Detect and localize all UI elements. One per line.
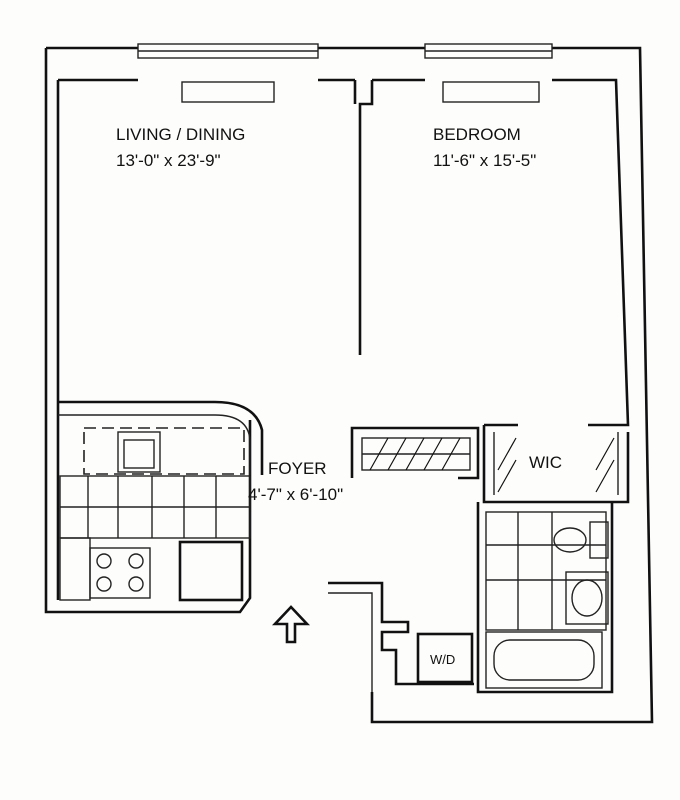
- bathroom: [476, 502, 614, 694]
- foyer-name: FOYER: [268, 459, 327, 478]
- refrigerator-icon: [178, 540, 244, 602]
- exterior-walls: [44, 46, 654, 724]
- living-size: 13'-0" x 23'-9": [116, 151, 221, 170]
- kitchen: [58, 400, 264, 602]
- wic-name: WIC: [529, 453, 562, 472]
- hall-closet: [350, 426, 480, 480]
- bedroom-size: 11'-6" x 15'-5": [433, 151, 536, 170]
- stove-icon: [89, 547, 151, 599]
- toilet-icon: [553, 527, 587, 553]
- bathtub-icon: [485, 631, 603, 689]
- living-name: LIVING / DINING: [116, 125, 245, 144]
- bathroom-sink-icon: [565, 571, 609, 625]
- window-living: [137, 43, 319, 103]
- washer-dryer: [416, 632, 474, 684]
- up-arrow-icon: [271, 605, 311, 644]
- foyer-walls: [328, 581, 474, 692]
- wd-name: W/D: [430, 652, 455, 667]
- foyer-size: 4'-7" x 6'-10": [248, 485, 343, 504]
- walk-in-closet: [482, 423, 630, 504]
- sink-icon: [117, 431, 161, 473]
- bedroom-name: BEDROOM: [433, 125, 521, 144]
- window-bedroom: [424, 43, 553, 103]
